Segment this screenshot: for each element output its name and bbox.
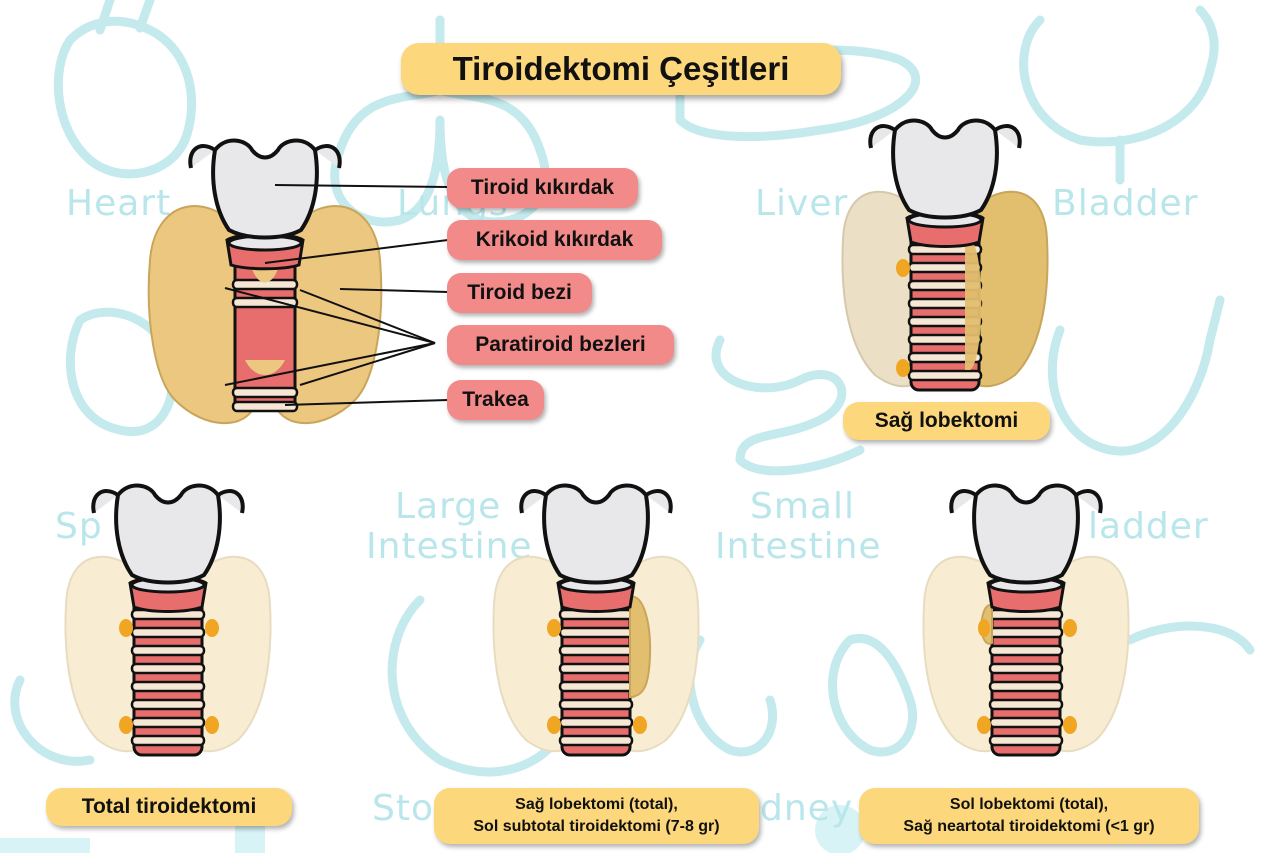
right-lobectomy-illustration bbox=[842, 121, 1047, 390]
left-lobectomy-right-neartotal-illustration bbox=[923, 486, 1128, 755]
procedure-right-lobectomy: Sağ lobektomi bbox=[843, 402, 1050, 440]
label-trachea: Trakea bbox=[447, 380, 544, 420]
right-lobectomy-left-subtotal-illustration bbox=[493, 486, 698, 755]
procedure-line-1: Sol lobektomi (total), bbox=[950, 794, 1108, 816]
procedure-line-2: Sağ neartotal tiroidektomi (<1 gr) bbox=[903, 816, 1154, 838]
label-thyroid-cartilage: Tiroid kıkırdak bbox=[447, 168, 638, 208]
procedure-right-lobectomy-left-subtotal: Sağ lobektomi (total), Sol subtotal tiro… bbox=[434, 788, 759, 844]
label-cricoid-cartilage: Krikoid kıkırdak bbox=[447, 220, 662, 260]
total-thyroidectomy-illustration bbox=[65, 486, 270, 755]
page-title: Tiroidektomi Çeşitleri bbox=[401, 43, 841, 95]
procedure-left-lobectomy-right-neartotal: Sol lobektomi (total), Sağ neartotal tir… bbox=[859, 788, 1199, 844]
label-thyroid-gland: Tiroid bezi bbox=[447, 273, 592, 313]
main-thyroid-illustration bbox=[149, 141, 382, 424]
procedure-line-2: Sol subtotal tiroidektomi (7-8 gr) bbox=[473, 816, 719, 838]
procedure-total-thyroidectomy: Total tiroidektomi bbox=[46, 788, 292, 826]
label-parathyroid-glands: Paratiroid bezleri bbox=[447, 325, 674, 365]
procedure-line-1: Sağ lobektomi (total), bbox=[515, 794, 678, 816]
